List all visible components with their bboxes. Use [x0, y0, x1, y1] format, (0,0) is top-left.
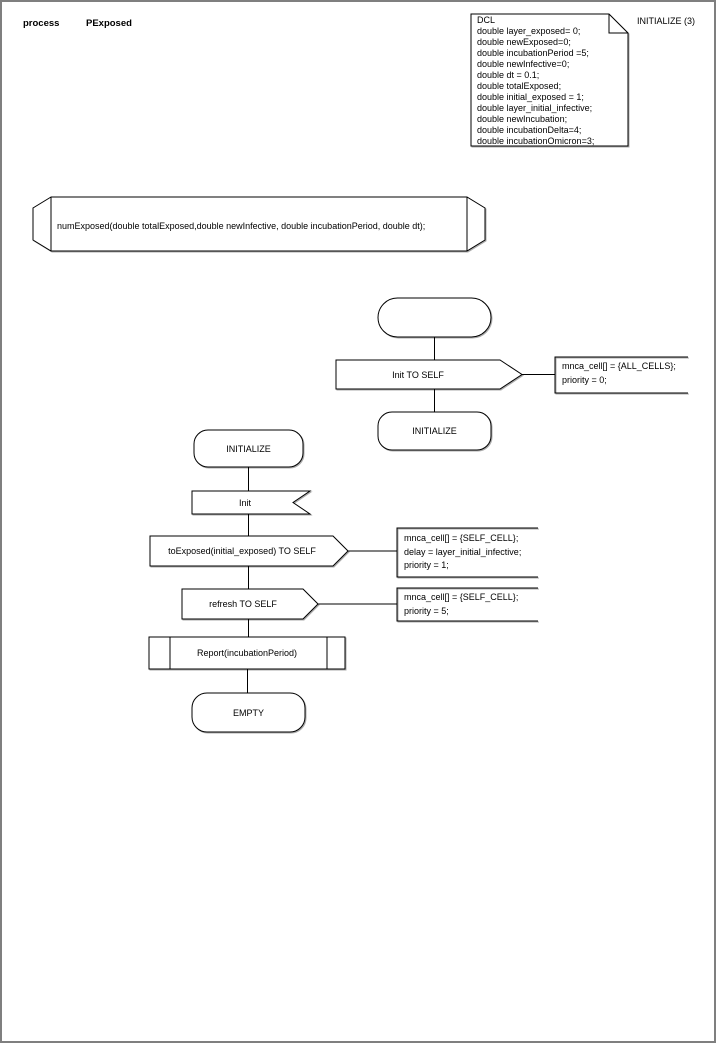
procedure-declaration-text: numExposed(double totalExposed,double ne… — [57, 221, 425, 231]
state-initialize-next[interactable]: INITIALIZE — [377, 411, 492, 451]
procedure-declaration-symbol[interactable]: numExposed(double totalExposed,double ne… — [32, 196, 486, 252]
procedure-call-outline[interactable] — [148, 636, 346, 670]
output-refresh[interactable]: refresh TO SELF — [181, 588, 319, 620]
comment-refresh[interactable]: mnca_cell[] = {SELF_CELL}; priority = 5; — [396, 587, 538, 622]
state-initialize-label: INITIALIZE — [226, 444, 271, 454]
dcl-text-symbol[interactable]: DCL double layer_exposed= 0; double newE… — [470, 13, 629, 147]
comment-toexposed-line: priority = 1; — [404, 560, 449, 570]
start-symbol[interactable] — [377, 297, 492, 338]
comment-toexposed-outline[interactable] — [396, 527, 538, 578]
procedure-call-label: Report(incubationPeriod) — [197, 648, 297, 658]
comment-refresh-line: mnca_cell[] = {SELF_CELL}; — [404, 592, 518, 602]
dcl-line: double layer_initial_infective; — [477, 103, 592, 113]
state-empty[interactable]: EMPTY — [191, 692, 306, 733]
dcl-line: double newExposed=0; — [477, 37, 571, 47]
procedure-call-report[interactable]: Report(incubationPeriod) — [148, 636, 346, 670]
state-empty-outline[interactable] — [191, 692, 306, 733]
output-refresh-label: refresh TO SELF — [209, 599, 277, 609]
comment-toexposed-line: delay = layer_initial_infective; — [404, 547, 521, 557]
output-init-to-self[interactable]: Init TO SELF — [335, 359, 523, 390]
dcl-line: double totalExposed; — [477, 81, 561, 91]
input-init-label: Init — [239, 498, 252, 508]
comment-toexposed[interactable]: mnca_cell[] = {SELF_CELL}; delay = layer… — [396, 527, 538, 578]
dcl-line: double incubationOmicron=3; — [477, 136, 594, 146]
comment-init-line: mnca_cell[] = {ALL_CELLS}; — [562, 361, 676, 371]
output-toexposed[interactable]: toExposed(initial_exposed) TO SELF — [149, 535, 349, 567]
output-refresh-outline[interactable] — [181, 588, 319, 620]
diagram-kind-label: process — [23, 18, 59, 29]
state-initialize-next-label: INITIALIZE — [412, 426, 457, 436]
state-initialize-next-outline[interactable] — [377, 411, 492, 451]
output-toexposed-outline[interactable] — [149, 535, 349, 567]
input-init-outline[interactable] — [191, 490, 312, 515]
page-name-label: INITIALIZE (3) — [637, 16, 695, 26]
comment-init-outline[interactable] — [554, 356, 688, 394]
output-toexposed-label: toExposed(initial_exposed) TO SELF — [168, 546, 316, 556]
dcl-line: double newInfective=0; — [477, 59, 569, 69]
comment-refresh-outline[interactable] — [396, 587, 538, 622]
input-init[interactable]: Init — [191, 490, 312, 515]
dcl-line: double incubationPeriod =5; — [477, 48, 589, 58]
output-init-outline[interactable] — [335, 359, 523, 390]
state-initialize[interactable]: INITIALIZE — [193, 429, 304, 468]
dcl-note-outline[interactable] — [470, 13, 629, 147]
dcl-line: double dt = 0.1; — [477, 70, 539, 80]
dcl-line: DCL — [477, 15, 495, 25]
comment-refresh-line: priority = 5; — [404, 606, 449, 616]
comment-init-line: priority = 0; — [562, 375, 607, 385]
dcl-note-fold-icon — [608, 14, 628, 34]
state-empty-label: EMPTY — [233, 708, 264, 718]
dcl-line: double newIncubation; — [477, 114, 567, 124]
dcl-line: double initial_exposed = 1; — [477, 92, 584, 102]
dcl-line: double layer_exposed= 0; — [477, 26, 580, 36]
comment-toexposed-line: mnca_cell[] = {SELF_CELL}; — [404, 533, 518, 543]
dcl-line: double incubationDelta=4; — [477, 125, 581, 135]
output-init-label: Init TO SELF — [392, 370, 444, 380]
comment-init-to-self[interactable]: mnca_cell[] = {ALL_CELLS}; priority = 0; — [554, 356, 688, 394]
diagram-name-label: PExposed — [86, 18, 132, 29]
